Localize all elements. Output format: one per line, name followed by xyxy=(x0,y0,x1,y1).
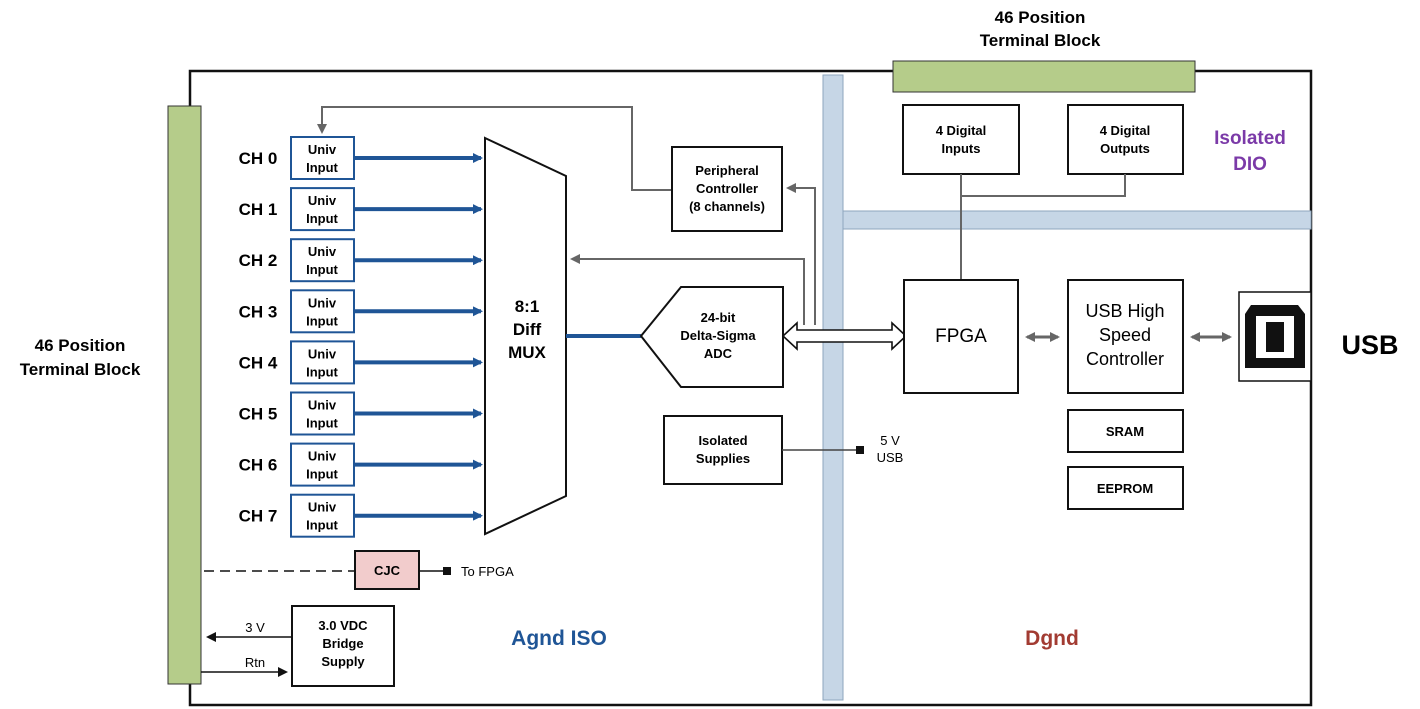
iso-sup-label-2: Supplies xyxy=(696,451,750,466)
usb-b-icon-tongue xyxy=(1266,322,1284,352)
dig-out-label-1: 4 Digital xyxy=(1100,123,1151,138)
usb-v-label: USB xyxy=(877,450,904,465)
mux-block xyxy=(484,136,567,536)
dig-in-label-1: 4 Digital xyxy=(936,123,987,138)
top-terminal-label-1: 46 Position xyxy=(995,8,1086,27)
periph-label-3: (8 channels) xyxy=(689,199,765,214)
univ-input-label-1: Univ xyxy=(308,346,337,361)
fpga-block xyxy=(903,279,1019,394)
univ-input-block xyxy=(290,136,355,180)
cjc-terminal xyxy=(443,567,451,575)
univ-input-label-2: Input xyxy=(306,467,338,482)
v3-label: 3 V xyxy=(245,620,265,635)
univ-input-label-2: Input xyxy=(306,160,338,175)
left-terminal-label-2: Terminal Block xyxy=(20,360,141,379)
control-to-mux-line xyxy=(570,254,805,325)
isolated-supplies-block xyxy=(663,415,783,485)
isolated-dio-label-1: Isolated xyxy=(1214,128,1286,149)
adc-label-2: Delta-Sigma xyxy=(680,328,756,343)
univ-input-label-1: Univ xyxy=(308,295,337,310)
univ-input-label-1: Univ xyxy=(308,244,337,259)
left-terminal-block xyxy=(167,105,202,685)
usbctl-label-3: Controller xyxy=(1086,349,1164,369)
periph-to-ch0-line xyxy=(317,106,672,191)
univ-input-label-1: Univ xyxy=(308,398,337,413)
mux-label-3: MUX xyxy=(508,343,546,362)
univ-input-label-2: Input xyxy=(306,313,338,328)
dio-bus-line xyxy=(960,174,1126,197)
agnd-iso-label: Agnd ISO xyxy=(511,627,607,650)
univ-input-block xyxy=(290,238,355,283)
left-terminal-label-1: 46 Position xyxy=(35,336,126,355)
rtn-label: Rtn xyxy=(245,655,265,670)
top-terminal-label-2: Terminal Block xyxy=(980,31,1101,50)
univ-input-block xyxy=(290,391,355,436)
bridge-label-1: 3.0 VDC xyxy=(318,618,368,633)
fpga-label: FPGA xyxy=(935,326,987,347)
usbctl-label-1: USB High xyxy=(1085,301,1164,321)
to-fpga-label: To FPGA xyxy=(461,564,514,579)
digital-inputs-block xyxy=(902,104,1020,175)
sram-block xyxy=(1067,409,1184,453)
univ-input-label-2: Input xyxy=(306,416,338,431)
control-to-periph-line xyxy=(786,183,816,325)
v5-label: 5 V xyxy=(880,433,900,448)
isolation-barrier-vertical xyxy=(822,74,844,701)
cjc-block xyxy=(354,550,420,590)
channel-label: CH 6 xyxy=(239,456,278,475)
usbctl-label-2: Speed xyxy=(1099,325,1151,345)
bridge-label-3: Supply xyxy=(321,654,365,669)
univ-input-label-2: Input xyxy=(306,211,338,226)
dig-out-label-2: Outputs xyxy=(1100,141,1150,156)
periph-label-2: Controller xyxy=(696,181,758,196)
univ-input-block xyxy=(290,442,355,487)
isolated-dio-label-2: DIO xyxy=(1233,154,1267,175)
cjc-label: CJC xyxy=(374,563,401,578)
sram-label: SRAM xyxy=(1106,424,1144,439)
top-terminal-block xyxy=(892,60,1196,93)
iso-sup-label-1: Isolated xyxy=(698,433,747,448)
supply-terminal xyxy=(856,446,864,454)
univ-input-label-2: Input xyxy=(306,262,338,277)
channel-label: CH 7 xyxy=(239,507,278,526)
bridge-label-2: Bridge xyxy=(322,636,363,651)
channel-label: CH 1 xyxy=(239,200,278,219)
dig-in-label-2: Inputs xyxy=(942,141,981,156)
adc-label-1: 24-bit xyxy=(701,310,736,325)
univ-input-label-1: Univ xyxy=(308,449,337,464)
digital-outputs-block xyxy=(1067,104,1184,175)
peripheral-controller-block xyxy=(671,146,783,232)
univ-input-block xyxy=(290,289,355,334)
univ-input-label-1: Univ xyxy=(308,142,337,157)
channel-label: CH 3 xyxy=(239,302,278,321)
mux-label-1: 8:1 xyxy=(515,297,540,316)
eeprom-label: EEPROM xyxy=(1097,481,1153,496)
univ-input-label-1: Univ xyxy=(308,193,337,208)
channel-label: CH 2 xyxy=(239,251,278,270)
usb-controller-block xyxy=(1067,279,1184,394)
univ-input-label-1: Univ xyxy=(308,500,337,515)
univ-input-label-2: Input xyxy=(306,518,338,533)
isolation-barrier-horizontal xyxy=(842,210,1312,230)
periph-label-1: Peripheral xyxy=(695,163,759,178)
usb-side-label: USB xyxy=(1341,330,1398,360)
eeprom-block xyxy=(1067,466,1184,510)
mux-label-2: Diff xyxy=(513,320,542,339)
dgnd-label: Dgnd xyxy=(1025,627,1079,650)
channel-label: CH 5 xyxy=(239,405,278,424)
adc-label-3: ADC xyxy=(704,346,733,361)
channel-label: CH 4 xyxy=(239,353,278,372)
channel-label: CH 0 xyxy=(239,149,278,168)
bridge-supply-block xyxy=(291,605,395,687)
adc-fpga-bus-arrow xyxy=(781,321,908,351)
univ-input-label-2: Input xyxy=(306,364,338,379)
